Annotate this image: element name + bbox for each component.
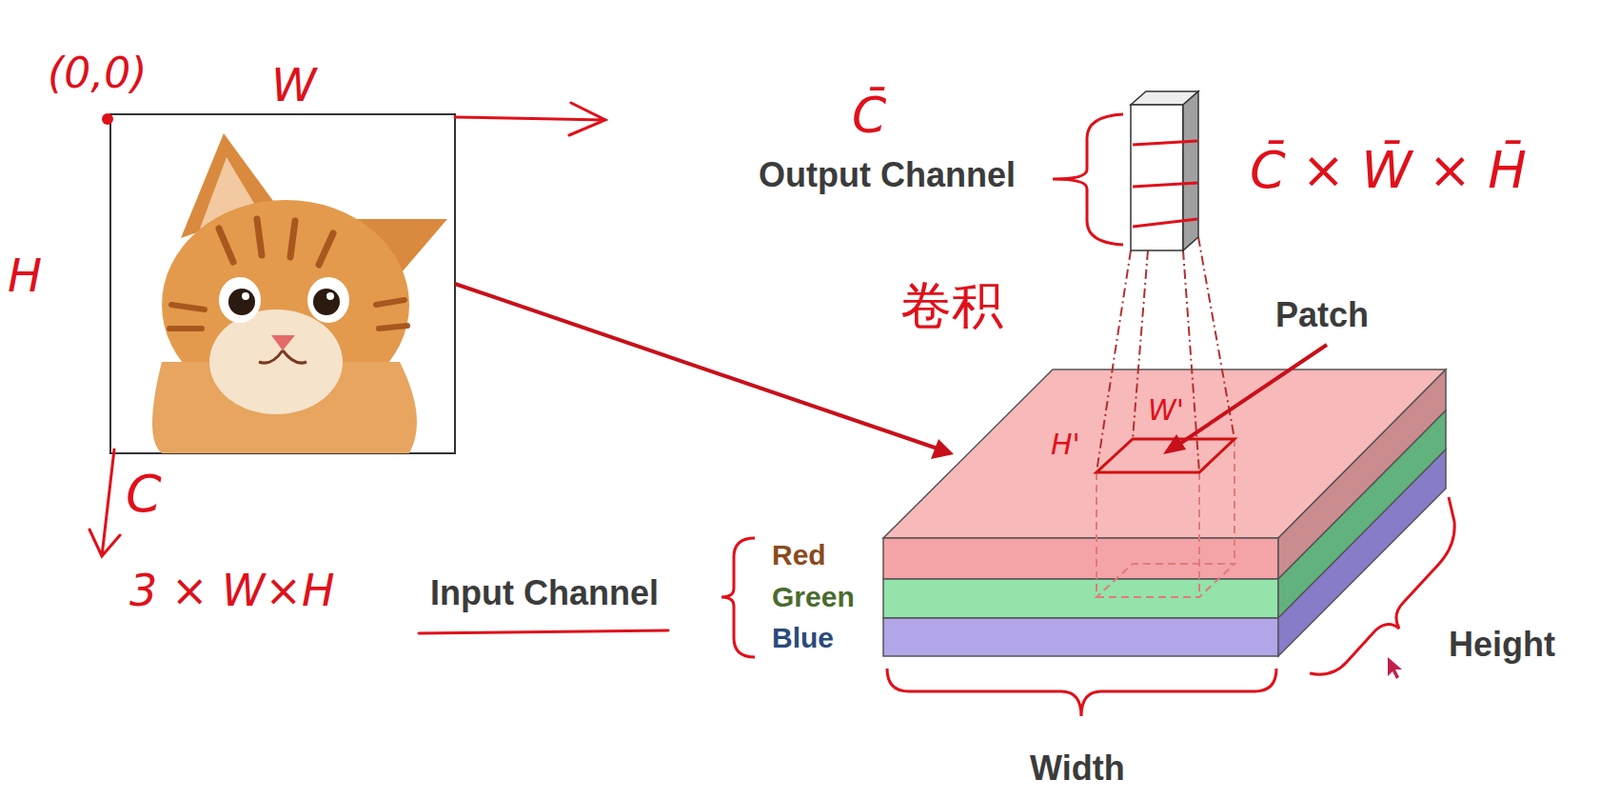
shape-note: 3 × W×H xyxy=(129,565,336,616)
axis-label: H xyxy=(7,249,42,302)
cat-mouth xyxy=(258,350,307,363)
output-column xyxy=(1096,91,1235,473)
cat-pupil xyxy=(313,288,340,316)
channel-note: C̄ xyxy=(851,87,887,145)
part-label: Output Channel xyxy=(758,155,1016,195)
cat-picture xyxy=(110,114,455,454)
input-tensor xyxy=(883,369,1446,656)
dimension-note: H' xyxy=(1050,428,1081,462)
dimension-label: Height xyxy=(1448,624,1556,664)
cat-stripes xyxy=(218,218,334,265)
arrowhead xyxy=(1163,434,1186,455)
column-front xyxy=(1130,104,1184,251)
mouse-cursor xyxy=(1387,656,1403,679)
origin-dot xyxy=(101,113,114,125)
dimension-label: Width xyxy=(1029,748,1126,788)
red-layer xyxy=(883,537,1279,579)
output-brace xyxy=(1052,114,1124,245)
channel-label: Red xyxy=(771,538,827,573)
cat-eye xyxy=(307,276,350,323)
axis-label: W xyxy=(271,59,317,112)
cat-pupil xyxy=(228,288,256,316)
channel-label: Blue xyxy=(771,621,834,655)
cat-stripes xyxy=(169,299,408,329)
dimension-note: W' xyxy=(1147,394,1185,428)
underline xyxy=(418,630,669,633)
green-layer xyxy=(883,578,1279,618)
input-brace xyxy=(721,537,755,657)
patch xyxy=(1096,438,1235,473)
column-side xyxy=(1183,91,1199,251)
height-brace xyxy=(1309,496,1455,674)
shape-note: C̄ × W̄ × H̄ xyxy=(1249,140,1527,200)
projection-lines xyxy=(1096,237,1235,473)
arrowhead xyxy=(930,438,954,459)
patch-depth xyxy=(1096,438,1235,597)
cat-nose xyxy=(271,335,296,351)
width-brace xyxy=(887,668,1277,716)
channel-label: Green xyxy=(771,580,855,614)
axis-label: C xyxy=(125,464,162,524)
channel-axis-arrow xyxy=(89,449,120,556)
cat-muzzle xyxy=(209,309,343,415)
cat-eye-glint xyxy=(326,292,335,300)
part-label: Patch xyxy=(1275,295,1369,335)
width-axis-arrow xyxy=(454,102,606,136)
blue-layer xyxy=(883,617,1279,656)
mapping-arrow xyxy=(454,283,938,449)
patch-pointer xyxy=(1178,344,1327,445)
channel-marks xyxy=(1132,140,1198,227)
cat-eye-glint xyxy=(241,292,250,300)
origin-note: (0,0) xyxy=(47,49,147,99)
operation-note: 卷积 xyxy=(900,276,1004,336)
part-label: Input Channel xyxy=(430,572,659,613)
cat-eye xyxy=(218,276,261,323)
blue-layer-side xyxy=(1278,449,1446,656)
picture-frame xyxy=(110,114,455,454)
